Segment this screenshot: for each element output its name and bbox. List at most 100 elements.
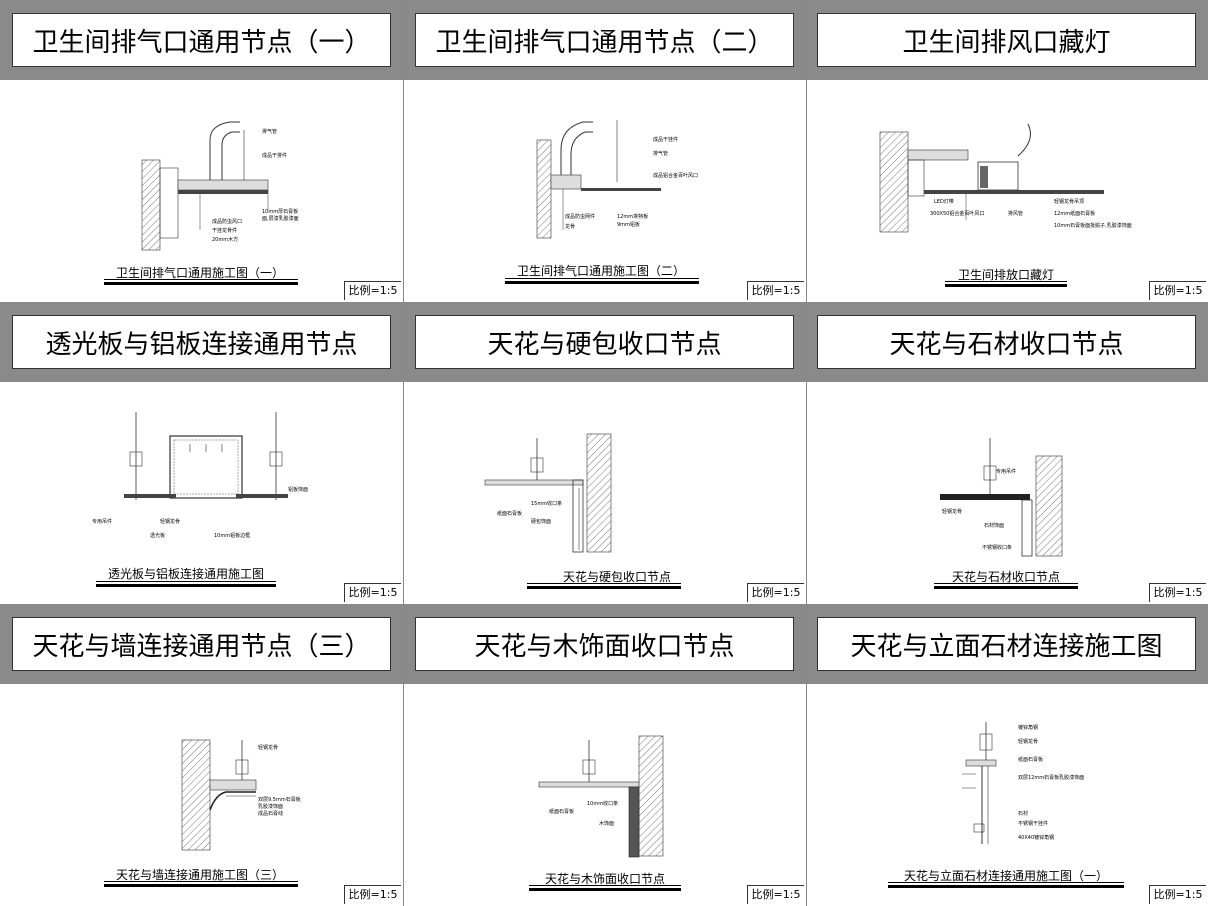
drawing-area: 专用吊件 轻钢龙骨 铝板饰面 透光板 10mm铝板边框 透光板与铝板连接通用施工… <box>0 382 403 604</box>
panel-title: 透光板与铝板连接通用节点 <box>12 315 391 369</box>
panel-8: 天花与木饰面收口节点 10mm收口条 木饰面 纸面石膏板 天花与木饰面收口节点 … <box>403 604 806 906</box>
panel-title: 天花与立面石材连接施工图 <box>817 617 1196 671</box>
detail-drawing <box>940 438 1063 557</box>
annotation-label: 成品干排件 <box>262 153 288 159</box>
annotation-label: 300X50铝合金百叶风口 <box>930 211 985 217</box>
detail-drawing <box>538 735 664 858</box>
caption-underline <box>505 278 699 279</box>
annotation-label: 排风管 <box>1008 211 1024 217</box>
annotation-label: 不锈钢收口条 <box>982 545 1013 551</box>
annotation-label: 10mm铝板边框 <box>214 533 251 539</box>
caption-underline <box>96 581 276 582</box>
panel-title: 天花与墙连接通用节点（三） <box>12 617 391 671</box>
drawing-caption: 卫生间排气口通用施工图（二） <box>516 264 686 278</box>
drawing-caption: 天花与墙连接通用施工图（三） <box>115 868 285 882</box>
drawing-area: 15mm收口条 硬包饰面 纸面石膏板 天花与硬包收口节点 比例=1:5 <box>403 382 806 604</box>
annotation-label: 轻钢龙骨 <box>1018 739 1039 745</box>
detail-drawing <box>181 739 257 851</box>
caption-underline <box>104 881 298 882</box>
caption-underline-thick <box>104 282 298 285</box>
caption-underline-thick <box>527 586 681 589</box>
caption-underline-thick <box>505 281 699 284</box>
scale-label: 比例=1:5 <box>344 583 401 602</box>
panel-title: 天花与木饰面收口节点 <box>415 617 794 671</box>
caption-underline <box>527 583 681 584</box>
annotation-label: 成品干挂件 <box>653 137 679 143</box>
annotation-label: 9mm铝板 <box>617 222 640 228</box>
annotation-label: 干挂龙骨件 <box>212 228 238 234</box>
scale-label: 比例=1:5 <box>1149 885 1206 904</box>
annotation-label: 纸面石膏板 <box>549 809 575 815</box>
grid-divider <box>0 604 1208 605</box>
annotation-label: LED灯带 <box>934 199 954 205</box>
panel-title: 卫生间排气口通用节点（一） <box>12 13 391 67</box>
drawing-caption: 卫生间排气口通用施工图（一） <box>115 266 285 280</box>
caption-underline-thick <box>934 586 1078 589</box>
drawing-area: 成品干挂件 排气管 成品铝合金百叶风口 成品防虫网件 12mm埃特板 龙骨 9m… <box>403 80 806 302</box>
drawing-caption: 透光板与铝板连接通用施工图 <box>107 567 265 581</box>
drawing-area: 排气管 成品干排件 10mm厚石膏板 面,层漆乳胶漆面 成品防虫风口 干挂龙骨件… <box>0 80 403 302</box>
panel-title: 天花与石材收口节点 <box>817 315 1196 369</box>
panel-4: 透光板与铝板连接通用节点 专用吊件 轻钢龙骨 铝板饰面 透光板 10m <box>0 302 403 604</box>
grid-divider <box>403 0 404 906</box>
panel-1: 卫生间排气口通用节点（一） 排气管 成品干排件 10mm厚石膏板 面,层漆乳胶漆… <box>0 0 403 302</box>
drawing-caption: 天花与硬包收口节点 <box>562 570 672 584</box>
caption-underline-thick <box>529 888 681 891</box>
panel-2: 卫生间排气口通用节点（二） 成品干挂件 排气管 成品铝合金百叶风口 成品防虫网件… <box>403 0 806 302</box>
annotation-label: 铝板饰面 <box>288 487 309 493</box>
annotation-label: 纸面石膏板 <box>497 511 523 517</box>
annotation-label: 透光板 <box>150 533 166 539</box>
panel-7: 天花与墙连接通用节点（三） 轻钢龙骨 双层9.5mm石膏板 乳胶漆饰面 成品石膏… <box>0 604 403 906</box>
grid-divider <box>0 302 1208 303</box>
annotation-label: 双层9.5mm石膏板 <box>258 797 301 803</box>
panel-3: 卫生间排风口藏灯 LED灯带 轻钢龙骨吊顶 12mm纸面石膏板 10mm石膏板面… <box>806 0 1208 302</box>
drawing-caption: 天花与立面石材连接通用施工图（一） <box>903 869 1109 883</box>
annotation-label: 成品铝合金百叶风口 <box>653 173 699 179</box>
scale-label: 比例=1:5 <box>747 885 804 904</box>
detail-drawing <box>141 121 269 251</box>
caption-underline-thick <box>888 885 1124 888</box>
detail-drawing <box>962 722 997 844</box>
annotation-label: 10mm石膏板面批腻子,乳胶漆饰面 <box>1054 223 1132 229</box>
annotation-label: 专用吊件 <box>92 519 113 525</box>
annotation-label: 12mm纸面石膏板 <box>1054 211 1096 217</box>
panel-title: 卫生间排风口藏灯 <box>817 13 1196 67</box>
caption-underline <box>934 583 1078 584</box>
drawing-area: 专用吊件 轻钢龙骨 石材饰面 不锈钢收口条 天花与石材收口节点 比例=1:5 <box>806 382 1208 604</box>
drawing-area: 10mm收口条 木饰面 纸面石膏板 天花与木饰面收口节点 比例=1:5 <box>403 684 806 906</box>
panel-5: 天花与硬包收口节点 15mm收口条 硬包饰面 纸面石膏板 天花与硬包收口节点 比… <box>403 302 806 604</box>
annotation-label: 20mm木方 <box>212 237 239 243</box>
scale-label: 比例=1:5 <box>747 281 804 300</box>
annotation-label: 不锈钢干挂件 <box>1018 821 1049 827</box>
caption-underline <box>888 882 1124 883</box>
detail-drawing <box>536 120 661 239</box>
caption-underline <box>945 281 1067 282</box>
annotation-label: 乳胶漆饰面 <box>258 804 284 810</box>
panel-title: 卫生间排气口通用节点（二） <box>415 13 794 67</box>
annotation-label: 10mm收口条 <box>587 801 619 807</box>
annotation-label: 15mm收口条 <box>531 501 563 507</box>
panel-title: 天花与硬包收口节点 <box>415 315 794 369</box>
drawing-area: 轻钢龙骨 双层9.5mm石膏板 乳胶漆饰面 成品石膏线 天花与墙连接通用施工图（… <box>0 684 403 906</box>
caption-underline <box>104 279 298 280</box>
detail-drawing <box>124 412 288 500</box>
annotation-label: 排气管 <box>653 151 669 157</box>
drawing-caption: 天花与木饰面收口节点 <box>544 872 666 886</box>
annotation-label: 成品石膏线 <box>258 811 284 817</box>
annotation-label: 成品防虫风口 <box>212 219 243 225</box>
annotation-label: 10mm厚石膏板 <box>262 209 299 215</box>
detail-drawing <box>484 433 612 553</box>
annotation-label: 成品防虫网件 <box>565 214 596 220</box>
annotation-label: 硬包饰面 <box>531 519 552 525</box>
scale-label: 比例=1:5 <box>344 281 401 300</box>
annotation-label: 轻钢龙骨 <box>160 519 181 525</box>
annotation-label: 双层12mm石膏板乳胶漆饰面 <box>1018 775 1085 781</box>
panel-9: 天花与立面石材连接施工图 镀锌角钢 轻钢龙骨 纸面石膏板 双层12mm石膏板乳胶… <box>806 604 1208 906</box>
annotation-label: 镀锌角钢 <box>1018 725 1039 731</box>
scale-label: 比例=1:5 <box>1149 583 1206 602</box>
caption-underline-thick <box>945 284 1067 287</box>
annotation-label: 轻钢龙骨吊顶 <box>1054 199 1085 205</box>
annotation-label: 石材饰面 <box>984 523 1005 529</box>
drawing-area: LED灯带 轻钢龙骨吊顶 12mm纸面石膏板 10mm石膏板面批腻子,乳胶漆饰面… <box>806 80 1208 302</box>
